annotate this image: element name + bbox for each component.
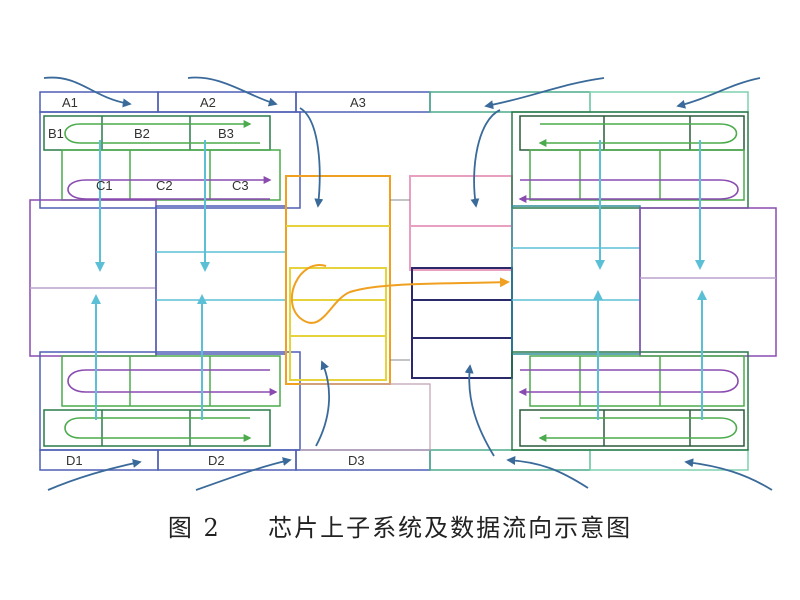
label-c2: C2 [156,178,173,193]
label-a1: A1 [62,95,78,110]
center-transfer-arrow [290,264,510,324]
left-upper-block [39,111,301,209]
right-upper-block [511,111,749,209]
block-labels: A1 A2 A3 B1 B2 B3 C1 C2 C3 D1 D2 D3 [48,95,366,468]
label-a2: A2 [200,95,216,110]
center-right-block [390,175,513,379]
label-c1: C1 [96,178,113,193]
label-d1: D1 [66,453,83,468]
figure-number: 图 2 [167,514,221,542]
label-d2: D2 [208,453,225,468]
center-left-block [285,175,431,451]
right-lower-block [511,351,749,451]
bottom-strip [39,449,749,471]
figure-title: 芯片上子系统及数据流向示意图 [268,514,633,542]
label-a3: A3 [350,95,366,110]
right-middle-block [511,205,777,357]
label-c3: C3 [232,178,249,193]
data-loops [64,120,739,442]
vertical-flow-arrows [91,140,707,420]
label-b3: B3 [218,126,234,141]
external-input-arrows [43,76,773,491]
label-b2: B2 [134,126,150,141]
label-b1: B1 [48,126,64,141]
left-middle-block [29,199,287,357]
top-strip [39,91,749,113]
figure-caption: 图 2 芯片上子系统及数据流向示意图 [0,508,800,543]
label-d3: D3 [348,453,365,468]
left-lower-block [39,351,301,451]
